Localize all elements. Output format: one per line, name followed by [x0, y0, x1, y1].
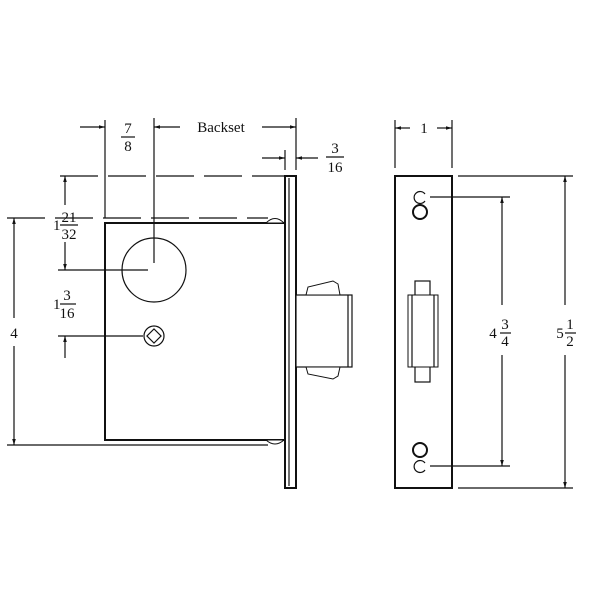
denominator: 16 — [60, 306, 76, 322]
cam-square — [146, 328, 162, 344]
screw-hole-bottom — [412, 442, 428, 458]
whole: 1 — [53, 218, 61, 234]
numerator: 1 — [566, 317, 574, 333]
faceplate — [284, 175, 297, 489]
dim-four: 4 — [10, 326, 18, 342]
dim-backset: Backset — [197, 120, 245, 136]
screw-head-bottom — [264, 439, 286, 445]
front-view: 1 4 3 4 5 1 2 — [394, 120, 576, 489]
denominator: 4 — [501, 334, 509, 350]
dim-three-sixteenths: 3 16 — [326, 141, 344, 176]
screw-hole-top — [412, 204, 428, 220]
dim-one-3-16: 1 3 16 — [53, 288, 76, 322]
side-view: 7 8 Backset 3 16 1 21 32 1 3 16 4 — [7, 118, 353, 489]
dim-four-3-4: 4 3 4 — [489, 317, 511, 350]
dim-five-1-2: 5 1 2 — [556, 317, 576, 350]
denominator: 8 — [124, 139, 132, 155]
whole: 5 — [556, 326, 564, 342]
dim-one: 1 — [420, 121, 428, 137]
denominator: 32 — [62, 227, 77, 243]
denominator: 16 — [328, 160, 344, 176]
latch-bolt — [295, 280, 353, 380]
screw-head-top — [264, 218, 286, 224]
screw-slot-top — [413, 190, 426, 205]
whole: 4 — [489, 326, 497, 342]
numerator: 21 — [62, 210, 77, 226]
numerator: 3 — [501, 317, 509, 333]
numerator: 3 — [63, 288, 71, 304]
latch-opening — [407, 280, 439, 383]
whole: 1 — [53, 297, 61, 313]
numerator: 7 — [124, 121, 132, 137]
lock-body — [104, 222, 286, 441]
numerator: 3 — [331, 141, 339, 157]
denominator: 2 — [566, 334, 574, 350]
dim-seven-eighths: 7 8 — [121, 121, 135, 155]
dim-one-21-32: 1 21 32 — [53, 210, 78, 243]
cam-hole — [143, 325, 165, 347]
screw-slot-bottom — [413, 459, 426, 474]
